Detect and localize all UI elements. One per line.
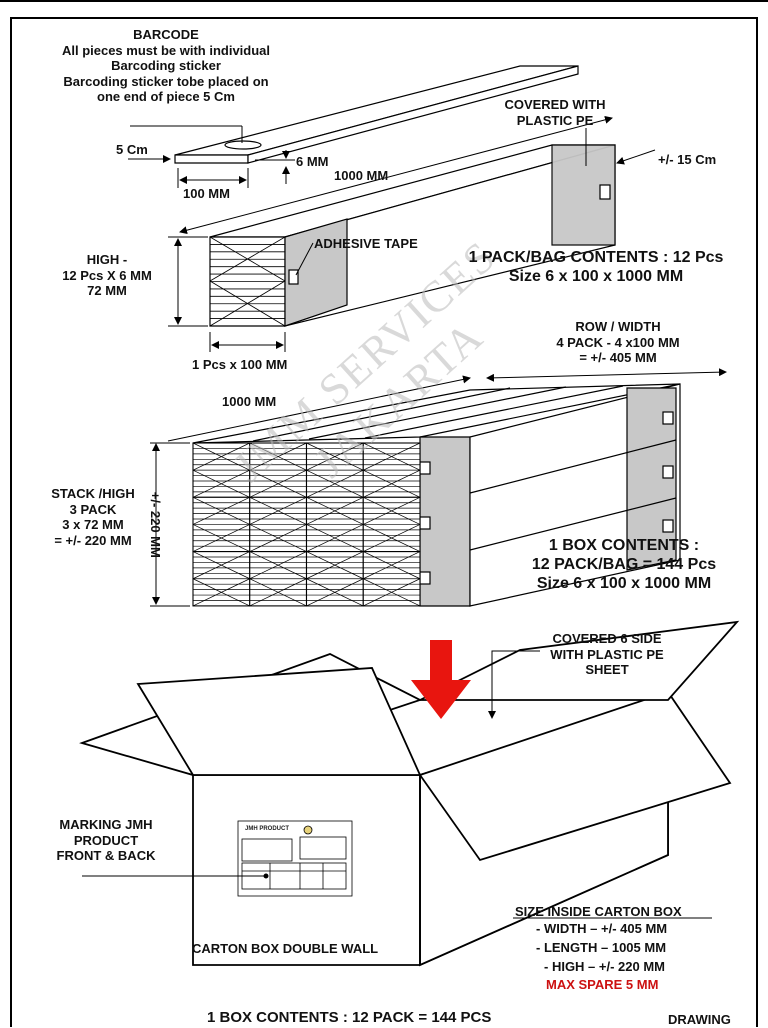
pack-end-stripes [209,236,286,327]
size-inside-length: - LENGTH – 1005 MM [536,940,667,955]
barcode-line-4: one end of piece 5 Cm [97,89,235,105]
row-width-label: ROW / WIDTH 4 PACK - 4 x100 MM = +/- 405… [528,319,708,366]
covered6-line-3: SHEET [585,662,629,678]
dim-220mm-vertical: +/- 220 MM [147,491,163,558]
row-width-line-2: 4 PACK - 4 x100 MM [556,334,680,350]
carton-box [79,620,740,967]
covered-pe-line-2: PLASTIC PE [516,112,594,128]
max-spare-note: MAX SPARE 5 MM [546,977,659,992]
high-line-3: 72 MM [87,283,127,299]
covered-pe-label: COVERED WITH PLASTIC PE [480,97,630,128]
stack-high-line-4: = +/- 220 MM [54,532,132,548]
drawing-frame [10,17,758,1027]
pack-contents-line-2: Size 6 x 100 x 1000 MM [508,268,684,286]
row-width-line-3: = +/- 405 MM [579,350,657,366]
piece-dimension-lines [128,115,656,235]
dim-1000mm-piece: 1000 MM [334,168,389,183]
stack-high-line-2: 3 PACK [69,501,117,517]
high-line-2: 12 Pcs X 6 MM [62,267,152,283]
pack-contents-line-1: 1 PACK/BAG CONTENTS : 12 Pcs [468,249,724,266]
red-down-arrow [411,640,471,719]
covered-pe-line-1: COVERED WITH [504,97,606,112]
covered6-line-1: COVERED 6 SIDE [552,631,662,646]
pack-contents: 1 PACK/BAG CONTENTS : 12 Pcs Size 6 x 10… [446,248,746,286]
box-contents: 1 BOX CONTENTS : 12 PACK/BAG = 144 Pcs S… [504,536,744,594]
footer-box-contents: 1 BOX CONTENTS : 12 PACK = 144 PCS [207,1009,492,1026]
covered6-line-2: WITH PLASTIC PE [550,646,664,662]
size-inside-title: SIZE INSIDE CARTON BOX [515,904,682,919]
marking-label: MARKING JMH PRODUCT FRONT & BACK [36,817,176,864]
top-rule [0,0,768,2]
footer-drawing-label: DRAWING [668,1012,731,1027]
pack-dimension-lines [168,128,587,352]
carton-box-label: CARTON BOX DOUBLE WALL [192,941,379,956]
box-contents-line-1: 1 BOX CONTENTS : [548,537,700,554]
marking-line-2: PRODUCT [73,832,139,848]
pack-stack [192,383,681,607]
stack-dimension-lines [150,368,727,607]
high-label: HIGH - 12 Pcs X 6 MM 72 MM [46,252,168,299]
covered6-label: COVERED 6 SIDE WITH PLASTIC PE SHEET [532,631,682,678]
label-card-title: JMH PRODUCT [245,826,290,832]
dim-15cm: +/- 15 Cm [658,152,717,167]
dim-5cm: 5 Cm [116,142,148,157]
high-line-1: HIGH - [86,252,128,267]
dim-6mm: 6 MM [296,154,329,169]
dim-100mm: 100 MM [183,186,230,201]
stack-high-label: STACK /HIGH 3 PACK 3 x 72 MM = +/- 220 M… [38,486,148,548]
dim-1000mm-stack: 1000 MM [222,394,277,409]
adhesive-tape-label: ADHESIVE TAPE [314,236,418,251]
barcode-line-3: Barcoding sticker tobe placed on [63,73,269,89]
barcode-line-2: Barcoding sticker [111,58,221,74]
marking-line-3: FRONT & BACK [56,848,156,864]
dim-1pcs: 1 Pcs x 100 MM [192,357,288,372]
row-width-line-1: ROW / WIDTH [575,319,661,334]
barcode-line-1: All pieces must be with individual [61,42,271,58]
barcode-title: BARCODE [133,27,199,42]
marking-line-1: MARKING JMH [59,817,153,832]
barcode-note: BARCODE All pieces must be with individu… [40,27,292,105]
box-contents-line-2: 12 PACK/BAG = 144 Pcs [531,556,717,574]
box-leader-lines [82,650,712,919]
size-inside-high: - HIGH – +/- 220 MM [544,959,665,974]
stack-high-line-1: STACK /HIGH [51,486,135,501]
box-contents-line-3: Size 6 x 100 x 1000 MM [536,575,712,593]
stack-high-line-3: 3 x 72 MM [62,517,124,533]
carton-label-card [237,820,353,897]
size-inside-width: - WIDTH – +/- 405 MM [536,921,668,936]
stack-end-grid [192,442,421,607]
